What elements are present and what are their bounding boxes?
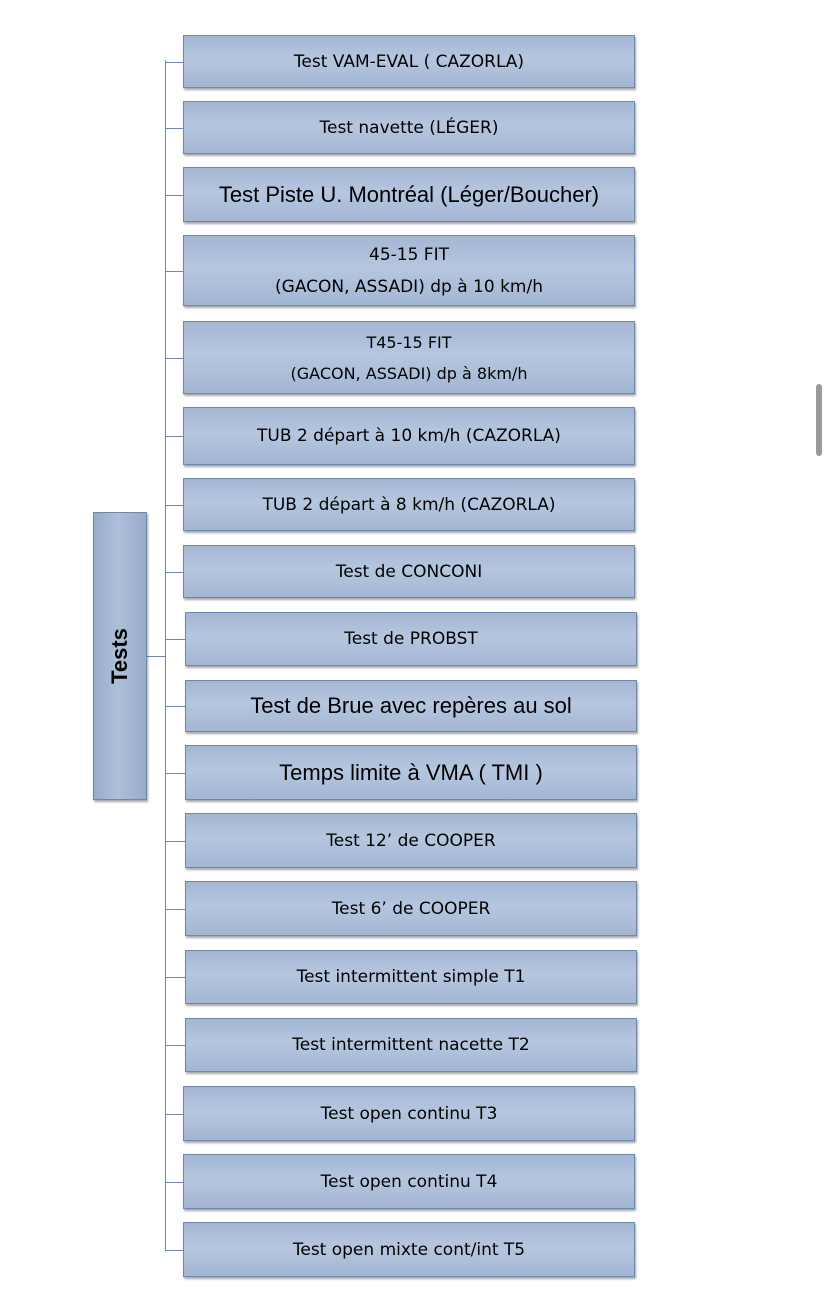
test-node-label: 45-15 FIT <box>369 244 449 265</box>
test-node: TUB 2 départ à 10 km/h (CAZORLA) <box>183 407 635 465</box>
tree-trunk-connector <box>165 60 166 1250</box>
branch-connector <box>165 1114 183 1115</box>
root-node: Tests <box>93 512 147 800</box>
test-node: Test open continu T4 <box>183 1154 635 1209</box>
root-node-label: Tests <box>107 628 132 684</box>
test-node: Test de Brue avec repères au sol <box>185 680 637 732</box>
test-node-label: Test open continu T4 <box>320 1171 498 1192</box>
root-connector <box>147 656 165 657</box>
test-node-label: Test de CONCONI <box>335 561 483 582</box>
test-node-label: Test de Brue avec repères au sol <box>250 693 572 718</box>
test-node-label: Test navette (LÉGER) <box>319 117 499 138</box>
vertical-scrollbar[interactable] <box>816 384 822 456</box>
test-node: Test Piste U. Montréal (Léger/Boucher) <box>183 167 635 222</box>
branch-connector <box>165 195 183 196</box>
test-node: Test VAM-EVAL ( CAZORLA) <box>183 35 635 88</box>
branch-connector <box>165 773 185 774</box>
branch-connector <box>165 1045 185 1046</box>
branch-connector <box>165 62 183 63</box>
test-node: Test intermittent nacette T2 <box>185 1018 637 1072</box>
test-node-label: Test intermittent simple T1 <box>296 967 526 987</box>
branch-connector <box>165 706 185 707</box>
test-node-label: (GACON, ASSADI) dp à 10 km/h <box>275 276 543 297</box>
test-node: Test de CONCONI <box>183 545 635 598</box>
test-node-label: TUB 2 départ à 10 km/h (CAZORLA) <box>257 426 561 446</box>
test-node-label: Test 6’ de COOPER <box>331 898 491 919</box>
test-node: Test de PROBST <box>185 612 637 666</box>
test-node-label: (GACON, ASSADI) dp à 8km/h <box>290 363 528 383</box>
test-node-label: Test VAM-EVAL ( CAZORLA) <box>293 51 525 72</box>
test-node-label: T45-15 FIT <box>366 332 452 352</box>
test-node-label: Test open mixte cont/int T5 <box>292 1239 526 1260</box>
branch-connector <box>165 639 185 640</box>
test-node: 45-15 FIT (GACON, ASSADI) dp à 10 km/h <box>183 235 635 306</box>
branch-connector <box>165 909 185 910</box>
test-node-label: Test intermittent nacette T2 <box>292 1035 530 1055</box>
test-node-label: Test 12’ de COOPER <box>326 830 496 851</box>
branch-connector <box>165 128 183 129</box>
branch-connector <box>165 505 183 506</box>
branch-connector <box>165 1250 183 1251</box>
branch-connector <box>165 436 183 437</box>
test-node: T45-15 FIT (GACON, ASSADI) dp à 8km/h <box>183 321 635 394</box>
test-node: Test open continu T3 <box>183 1086 635 1141</box>
branch-connector <box>165 1182 183 1183</box>
test-node-label: Test Piste U. Montréal (Léger/Boucher) <box>218 181 600 207</box>
test-node: Test 6’ de COOPER <box>185 881 637 936</box>
branch-connector <box>165 977 185 978</box>
test-node: Test 12’ de COOPER <box>185 813 637 868</box>
test-node: Test open mixte cont/int T5 <box>183 1222 635 1277</box>
branch-connector <box>165 572 183 573</box>
test-node-label: Temps limite à VMA ( TMI ) <box>279 759 543 785</box>
test-node: Test navette (LÉGER) <box>183 101 635 154</box>
test-node: TUB 2 départ à 8 km/h (CAZORLA) <box>183 478 635 531</box>
branch-connector <box>165 841 185 842</box>
test-node-label: Test de PROBST <box>344 629 478 649</box>
test-node-label: TUB 2 départ à 8 km/h (CAZORLA) <box>262 494 556 515</box>
branch-connector <box>165 358 183 359</box>
test-node-label: Test open continu T3 <box>320 1103 498 1124</box>
test-node: Temps limite à VMA ( TMI ) <box>185 745 637 800</box>
branch-connector <box>165 271 183 272</box>
test-node: Test intermittent simple T1 <box>185 950 637 1004</box>
